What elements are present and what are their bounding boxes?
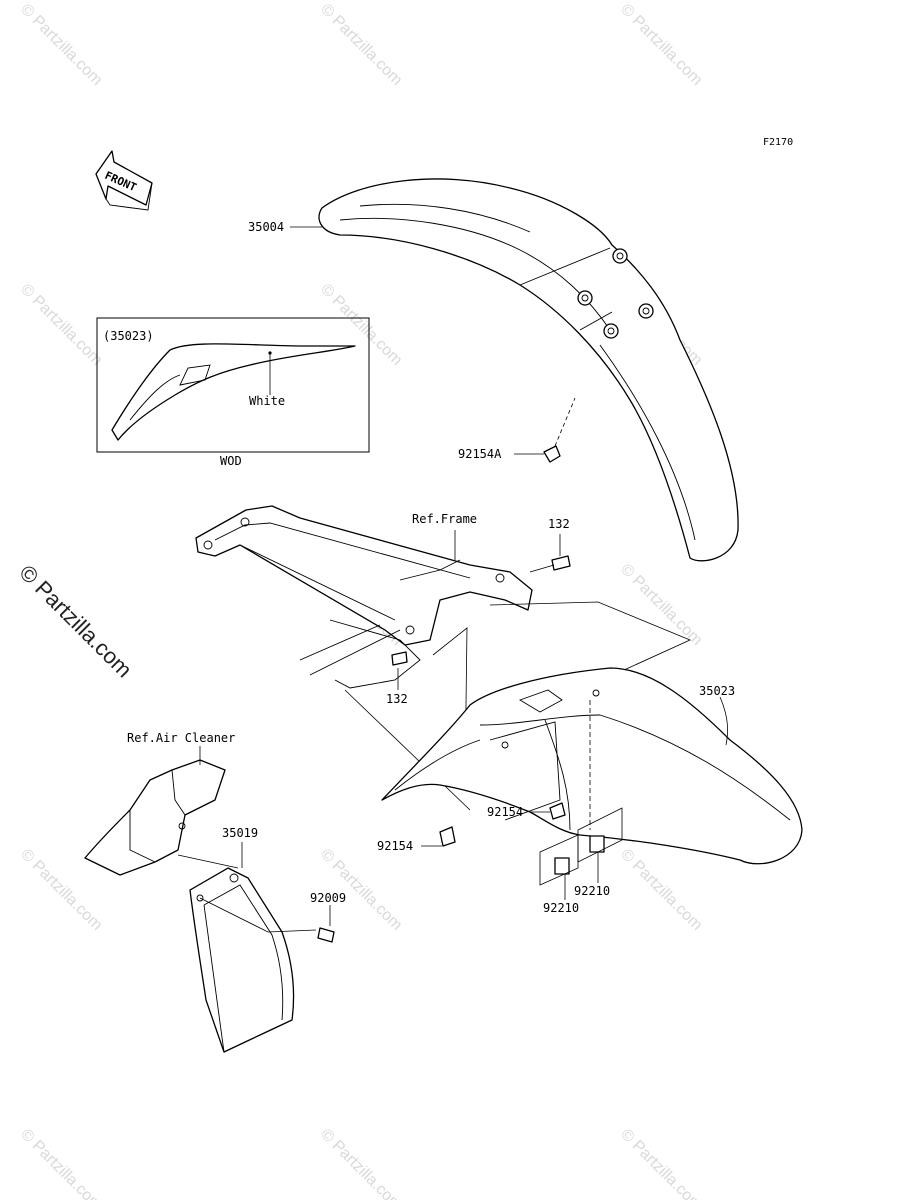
watermark-tile: © Partzilla.com [317, 1, 405, 89]
watermark-tile: © Partzilla.com [617, 1126, 705, 1200]
bolt-92154-left [439, 826, 456, 847]
ref-air-cleaner [84, 759, 226, 876]
ref-frame-subframe [195, 505, 533, 689]
inset-box: (35023) White [96, 317, 370, 453]
bolt-92154-right [549, 802, 566, 820]
callout-92154-left: 92154 [377, 839, 413, 853]
watermark-tile: © Partzilla.com [617, 846, 705, 934]
clip-92154A [543, 397, 576, 463]
callout-35023: 35023 [699, 684, 735, 698]
callout-92154A: 92154A [458, 447, 502, 461]
inset-color-label: White [249, 394, 285, 408]
diagram-code: F2170 [763, 137, 793, 148]
bolt-132-top [529, 555, 571, 573]
watermark-side: © Partzilla.com [14, 560, 137, 683]
watermark-tile: © Partzilla.com [617, 561, 705, 649]
watermark-tile: © Partzilla.com [317, 1126, 405, 1200]
callout-ref-air-cleaner: Ref.Air Cleaner [127, 731, 235, 745]
callout-92210-right: 92210 [574, 884, 610, 898]
bolt-132-bottom [391, 651, 408, 666]
mud-guard-35019 [177, 854, 317, 1053]
watermark-tile: © Partzilla.com [317, 846, 405, 934]
callout-ref-frame: Ref.Frame [412, 512, 477, 526]
nut-92210-left [539, 834, 579, 886]
watermark-tile: © Partzilla.com [317, 281, 405, 369]
callout-92009: 92009 [310, 891, 346, 905]
watermark-tile: © Partzilla.com [617, 1, 705, 89]
watermark-tile: © Partzilla.com [17, 281, 105, 369]
front-arrow-icon: FRONT [95, 150, 153, 211]
watermark-tile: © Partzilla.com [17, 1126, 105, 1200]
front-fender-35004 [318, 178, 739, 562]
callout-35019: 35019 [222, 826, 258, 840]
rear-fender-35023 [381, 667, 803, 865]
callout-92154-right: 92154 [487, 805, 523, 819]
callout-92210-left: 92210 [543, 901, 579, 915]
watermark-tile: © Partzilla.com [17, 1, 105, 89]
callout-132-top: 132 [548, 517, 570, 531]
callout-132-bottom: 132 [386, 692, 408, 706]
screw-92009 [317, 927, 335, 943]
callout-35004: 35004 [248, 220, 284, 234]
inset-caption: WOD [220, 454, 242, 468]
inset-part-ref: (35023) [103, 329, 154, 343]
